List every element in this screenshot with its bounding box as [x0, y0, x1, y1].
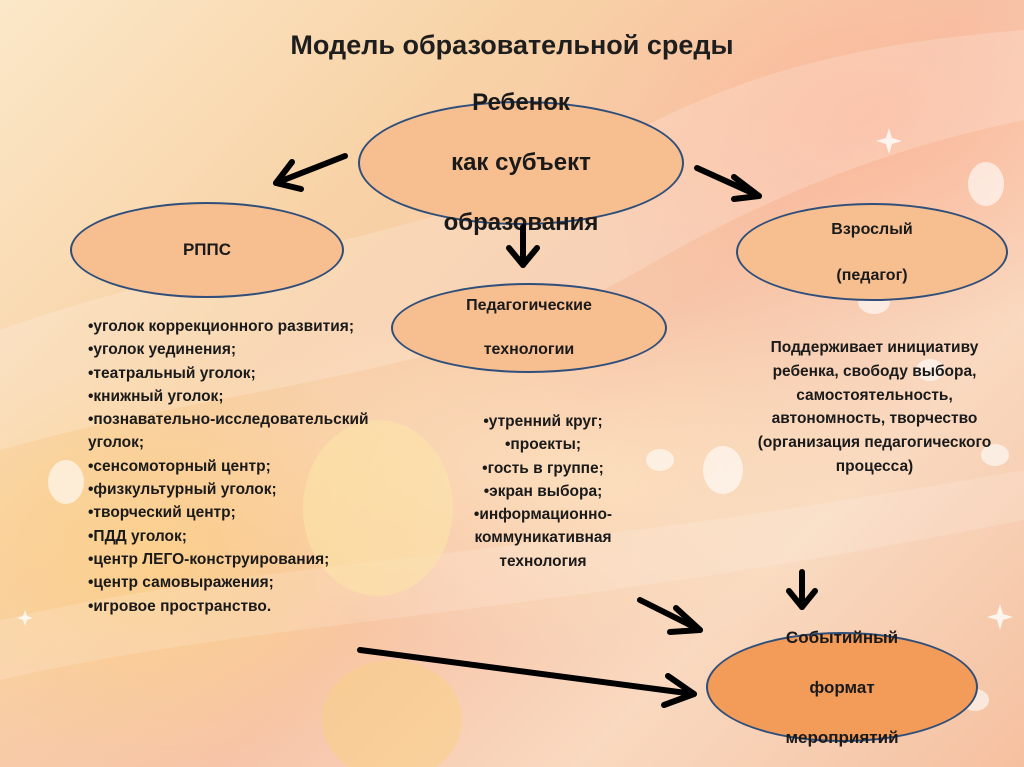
list-item: •центр ЛЕГО-конструирования; — [88, 550, 330, 568]
child-node-line: образования — [443, 209, 599, 236]
rpps-list: •уголок коррекционного развития; •уголок… — [88, 315, 378, 618]
rpps-node-label: РППС — [182, 240, 232, 259]
adult-node-line: Взрослый — [831, 220, 913, 238]
list-item: •ПДД уголок; — [88, 527, 187, 545]
rpps-node: РППС — [70, 202, 344, 298]
list-item: •игровое пространство. — [88, 597, 272, 615]
list-item: •книжный уголок; — [88, 387, 224, 405]
event-format-node: Событийный формат мероприятий — [706, 628, 978, 747]
list-item: •информационно-коммуникативная технологи… — [473, 506, 613, 570]
technologies-node-line: Педагогические — [466, 297, 592, 314]
list-item: •познавательно-исследовательский уголок; — [88, 411, 369, 452]
list-item: •гость в группе; — [482, 459, 604, 477]
child-node-line: Ребенок — [472, 89, 570, 116]
event-format-node-line: формат — [809, 677, 875, 697]
list-item: •сенсомоторный центр; — [88, 457, 271, 475]
list-item: •экран выбора; — [483, 482, 603, 500]
child-node-line: как субъект — [451, 149, 591, 176]
list-item: •уголок уединения; — [88, 341, 237, 359]
adult-node-line: (педагог) — [836, 266, 908, 284]
list-item: •творческий центр; — [88, 504, 236, 522]
technologies-node-line: технологии — [483, 341, 575, 358]
list-item: •проекты; — [504, 436, 582, 454]
list-item: •уголок коррекционного развития; — [88, 318, 354, 335]
list-item: •утренний круг; — [483, 413, 603, 430]
child-node: Ребенок как субъект образования — [358, 89, 684, 236]
adult-node: Взрослый (педагог) — [736, 203, 1008, 301]
page-title: Модель образовательной среды — [290, 30, 734, 60]
technologies-node: Педагогические технологии — [391, 283, 667, 373]
event-format-node-line: Событийный — [785, 627, 899, 647]
list-item: •театральный уголок; — [88, 364, 256, 382]
list-item: •центр самовыражения; — [88, 574, 274, 592]
adult-description: Поддерживает инициативу ребенка, свободу… — [757, 339, 992, 475]
technologies-list: •утренний круг; •проекты; •гость в групп… — [438, 410, 648, 573]
list-item: •физкультурный уголок; — [88, 481, 277, 499]
event-format-node-line: мероприятий — [785, 727, 899, 747]
